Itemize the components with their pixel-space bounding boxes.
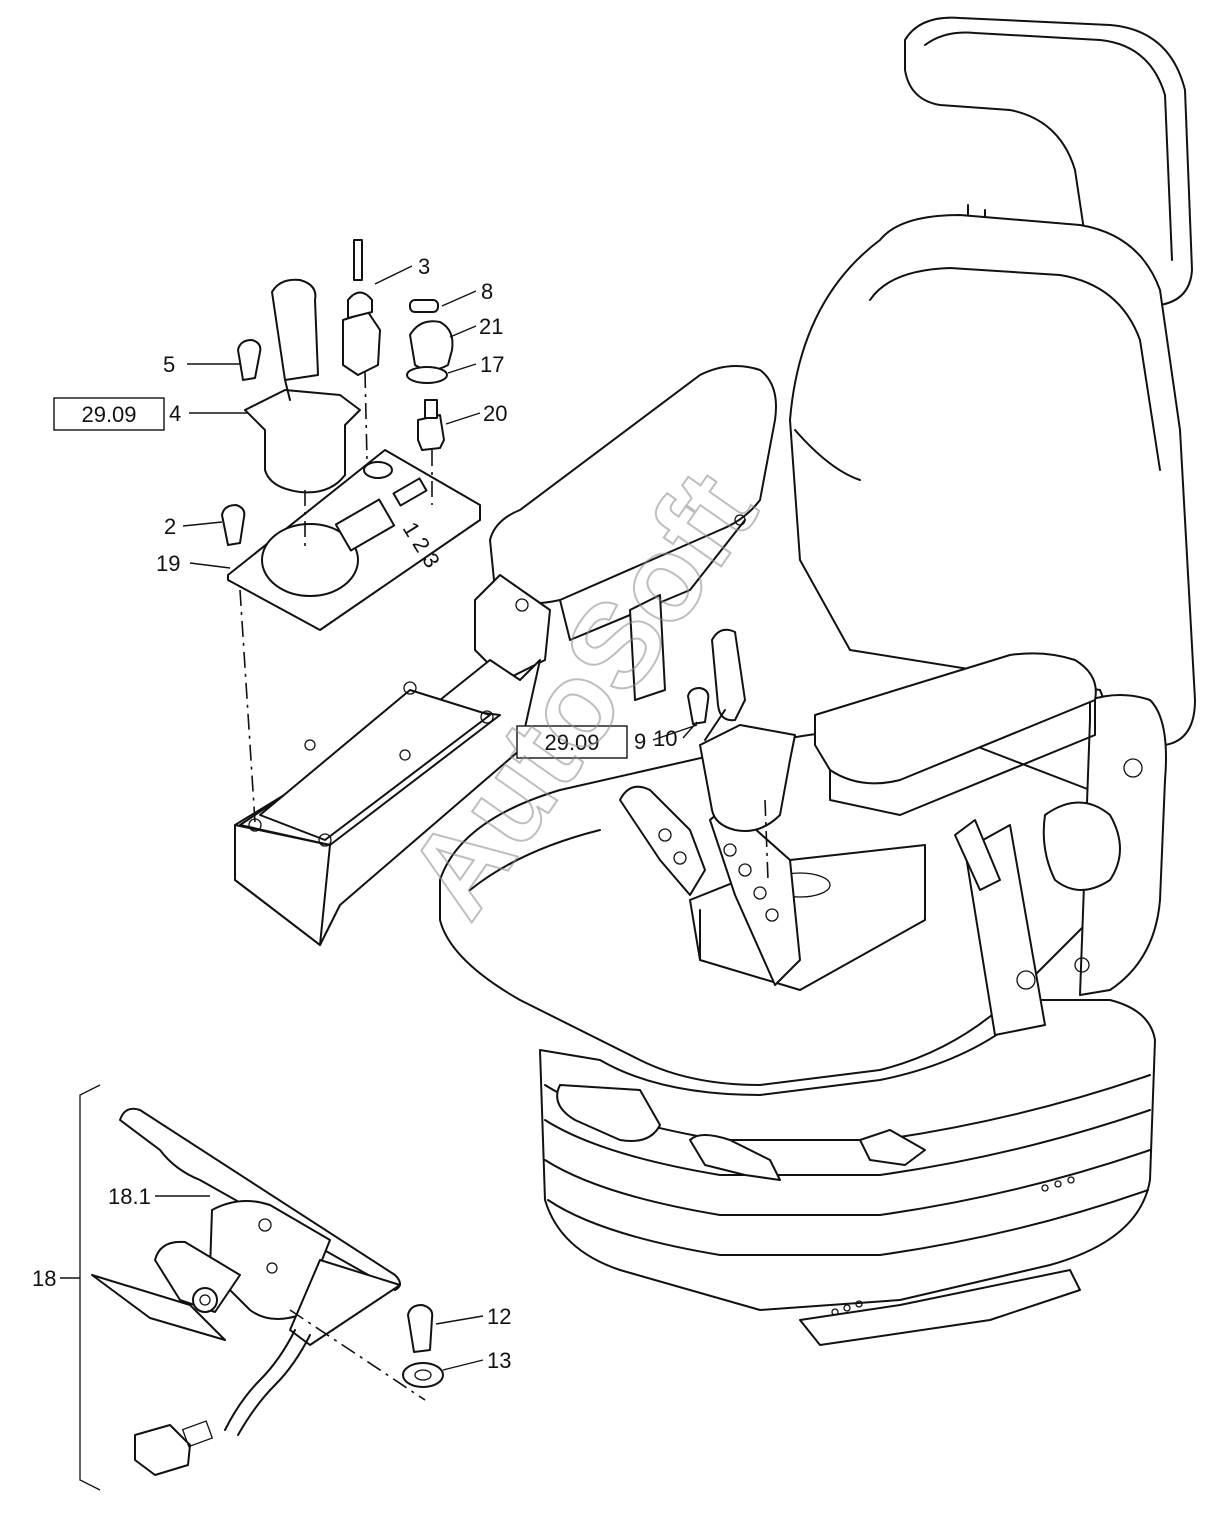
callout-18: 18 — [32, 1266, 56, 1291]
bolt-5 — [237, 339, 262, 381]
pedal-assembly — [79, 1084, 444, 1491]
callouts: 3 8 21 5 17 4 20 2 19 10 9 18.1 18 12 13 — [32, 254, 677, 1373]
reference-box-a — [53, 397, 165, 431]
callout-4: 4 — [169, 401, 181, 426]
callout-21: 21 — [479, 314, 503, 339]
left-console — [234, 365, 777, 946]
reference-label-b: 29.09 — [544, 730, 599, 755]
leader-lines — [60, 265, 698, 1371]
right-armrest — [814, 652, 1097, 785]
ring-17 — [406, 366, 448, 384]
callout-13: 13 — [487, 1348, 511, 1373]
callout-18-1: 18.1 — [108, 1184, 151, 1209]
callout-9: 9 — [634, 729, 646, 754]
left-joystick-assembly: 1 2 3 — [221, 239, 481, 823]
spring-20 — [417, 414, 445, 451]
left-armrest — [489, 365, 777, 605]
callout-20: 20 — [483, 401, 507, 426]
callout-12: 12 — [487, 1304, 511, 1329]
backrest — [789, 214, 1196, 746]
right-joystick — [699, 724, 796, 832]
washer-13 — [402, 1362, 444, 1388]
bolt-10 — [687, 687, 710, 725]
bolt-12 — [407, 1304, 434, 1353]
side-bracket — [1079, 694, 1167, 996]
reference-box-b — [516, 725, 628, 759]
switch-3 — [342, 311, 381, 376]
callout-10: 10 — [653, 726, 677, 751]
callout-3: 3 — [418, 254, 430, 279]
callout-19: 19 — [156, 551, 180, 576]
callout-8: 8 — [481, 279, 493, 304]
knob-21 — [409, 320, 454, 371]
operator-seat — [439, 16, 1196, 1346]
bolt-2 — [221, 504, 246, 546]
joystick-4 — [244, 389, 361, 494]
callout-5: 5 — [163, 352, 175, 377]
cap-8 — [409, 299, 439, 313]
connector — [134, 1424, 191, 1476]
callout-2: 2 — [164, 514, 176, 539]
callout-17: 17 — [480, 352, 504, 377]
bracket-18 — [79, 1084, 101, 1491]
seat-rail — [799, 1269, 1081, 1346]
reference-label-a: 29.09 — [81, 402, 136, 427]
